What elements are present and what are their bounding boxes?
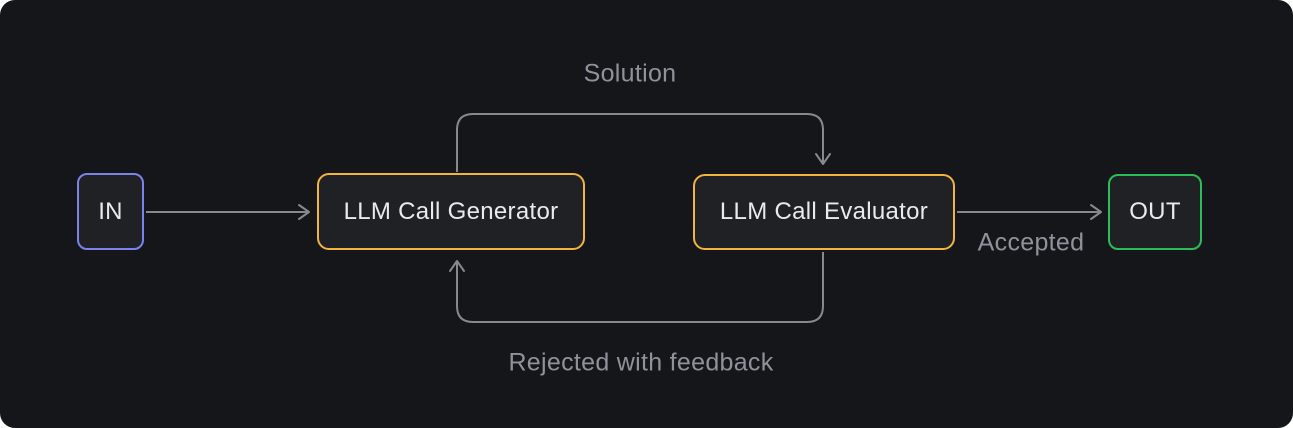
edge-evaluator-to-generator-rejected: [449, 252, 824, 323]
node-in-label: IN: [98, 197, 123, 225]
node-llm-call-generator-label: LLM Call Generator: [343, 197, 559, 225]
edge-generator-to-evaluator-solution: [456, 113, 831, 172]
edge-label-rejected-with-feedback: Rejected with feedback: [508, 348, 774, 377]
node-llm-call-evaluator-label: LLM Call Evaluator: [719, 198, 929, 225]
edge-label-accepted: Accepted: [977, 228, 1085, 257]
node-llm-call-evaluator: LLM Call Evaluator: [693, 174, 955, 250]
node-out: OUT: [1108, 174, 1202, 250]
node-llm-call-generator: LLM Call Generator: [317, 173, 585, 250]
node-out-label: OUT: [1129, 198, 1181, 225]
edge-label-solution: Solution: [583, 59, 677, 88]
node-in: IN: [77, 173, 144, 250]
